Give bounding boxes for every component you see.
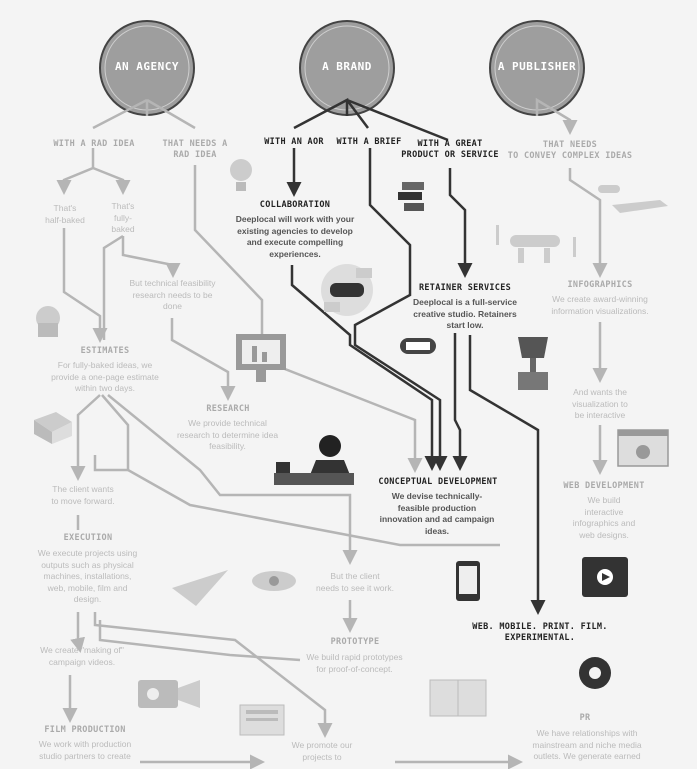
research-title: RESEARCH (206, 404, 250, 414)
brand-label: A BRAND (322, 60, 372, 73)
agency-circle (99, 20, 195, 116)
research-body: We provide technical research to determi… (176, 418, 279, 451)
interactive-label: And wants the visualization to be intera… (572, 387, 628, 420)
pr-body: We have relationships with mainstream an… (532, 728, 642, 761)
film-production-body: We work with production studio partners … (38, 739, 132, 761)
making-of-label: We create "making of" campaign videos. (40, 645, 124, 667)
collaboration-body: Deeplocal will work with your existing a… (235, 214, 355, 259)
film-production-title: FILM PRODUCTION (44, 725, 126, 735)
pr-title: PR (579, 713, 591, 723)
estimates-title: ESTIMATES (80, 346, 130, 356)
eye-icon (252, 571, 296, 591)
rad-idea-label: WITH A RAD IDEA (53, 139, 135, 149)
prototype-body: We build rapid prototypes for proof-of-c… (306, 652, 403, 674)
web-dev-body: We build interactive infographics and we… (572, 495, 636, 540)
retainer-title: RETAINER SERVICES (418, 283, 512, 293)
publisher-label: A PUBLISHER (497, 60, 577, 73)
presentation-icon (236, 334, 286, 382)
agency-label: AN AGENCY (114, 60, 180, 73)
cups-icon (398, 182, 424, 211)
fully-baked-label: That's fully- baked (111, 201, 135, 234)
execution-body: We execute projects using outputs such a… (37, 548, 138, 604)
needs-rad-idea-label: THAT NEEDS A RAD IDEA (162, 139, 228, 160)
with-aor-label: WITH AN AOR (264, 137, 324, 147)
estimates-body: For fully-baked ideas, we provide a one-… (51, 360, 159, 393)
newspaper-icon (239, 704, 285, 736)
feasibility-label: But technical feasibility research needs… (129, 278, 216, 311)
muffin-icon (36, 306, 60, 337)
handshake-icon (321, 264, 373, 316)
conceptual-title: CONCEPTUAL DEVELOPMENT (378, 477, 498, 487)
with-brief-label: WITH A BRIEF (336, 137, 402, 147)
convey-ideas-label: THAT NEEDS TO CONVEY COMPLEX IDEAS (507, 140, 633, 161)
prototype-title: PROTOTYPE (330, 637, 380, 647)
trophy-icon (518, 337, 548, 390)
promote-label: We promote our projects to (291, 740, 353, 762)
dark-connectors (286, 97, 546, 615)
light-connectors (56, 97, 608, 769)
smartphone-icon (456, 561, 480, 601)
box-icon (34, 412, 72, 444)
infographics-title: INFOGRAPHICS (567, 280, 633, 290)
great-product-label: WITH A GREAT PRODUCT OR SERVICE (401, 139, 499, 160)
collaboration-title: COLLABORATION (259, 200, 331, 210)
infographics-body: We create award-winning information visu… (551, 294, 649, 316)
airplane-icon (598, 185, 668, 213)
retainer-body: Deeplocal is a full-service creative stu… (413, 297, 517, 330)
magazine-icon (429, 679, 487, 717)
see-it-work-label: But the client needs to see it work. (316, 571, 394, 593)
paper-plane-icon (172, 570, 228, 606)
businessman-icon (274, 435, 354, 485)
video-camera-icon (138, 680, 200, 708)
teeth-icon (400, 338, 436, 354)
browser-settings-icon (617, 429, 669, 467)
lightbulb-icon (230, 159, 252, 191)
outputs-label: WEB. MOBILE. PRINT. FILM. EXPERIMENTAL. (472, 622, 608, 643)
gear-icon (579, 657, 611, 689)
bench-icon (496, 225, 576, 263)
video-player-icon (582, 557, 628, 597)
client-forward-label: The client wants to move forward. (51, 484, 115, 506)
web-dev-title: WEB DEVELOPMENT (563, 481, 645, 491)
half-baked-label: That's half-baked (45, 203, 85, 225)
execution-title: EXECUTION (63, 533, 113, 543)
conceptual-body: We devise technically- feasible producti… (379, 491, 495, 536)
